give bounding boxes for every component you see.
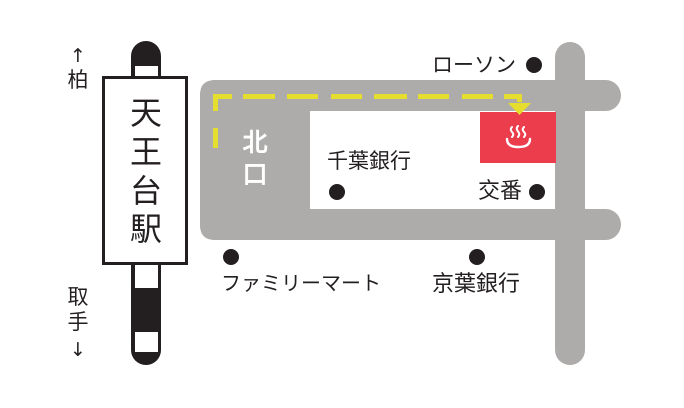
landmark-chiba-bank: 千葉銀行 [327, 149, 411, 173]
station-name-char: 天 [129, 94, 162, 132]
keiyo-bank-dot [469, 249, 485, 265]
station-name-char: 駅 [129, 210, 162, 248]
direction-south-label: 取 [67, 285, 89, 309]
landmark-dots [223, 57, 545, 265]
lawson-dot [526, 57, 542, 73]
vertical-road [555, 42, 585, 365]
route-arrow-icon [508, 103, 531, 115]
exit-label: 口 [242, 160, 268, 189]
direction-north-label: 柏 [67, 68, 89, 92]
direction-south-label: 手 [67, 310, 89, 334]
police-box-dot [529, 184, 545, 200]
walking-route [213, 94, 531, 148]
familymart-dot [223, 249, 239, 265]
arrow-down-icon: ↓ [70, 339, 86, 361]
station-name-char: 王 [129, 133, 162, 171]
landmark-familymart: ファミリーマート [221, 271, 381, 295]
arrow-up-icon: ↑ [70, 45, 86, 67]
landmark-lawson: ローソン [432, 53, 516, 77]
station-sign[interactable] [102, 76, 188, 265]
landmark-keiyo-bank: 京葉銀行 [432, 272, 521, 297]
exit-label: 北 [242, 128, 268, 157]
chiba-bank-dot [329, 184, 345, 200]
hot-spring-icon [505, 125, 532, 149]
lower-road [200, 209, 621, 240]
roads [200, 42, 621, 365]
station-plaza [200, 80, 310, 240]
station-name-char: 台 [129, 172, 162, 210]
landmark-police-box: 交番 [478, 179, 523, 204]
